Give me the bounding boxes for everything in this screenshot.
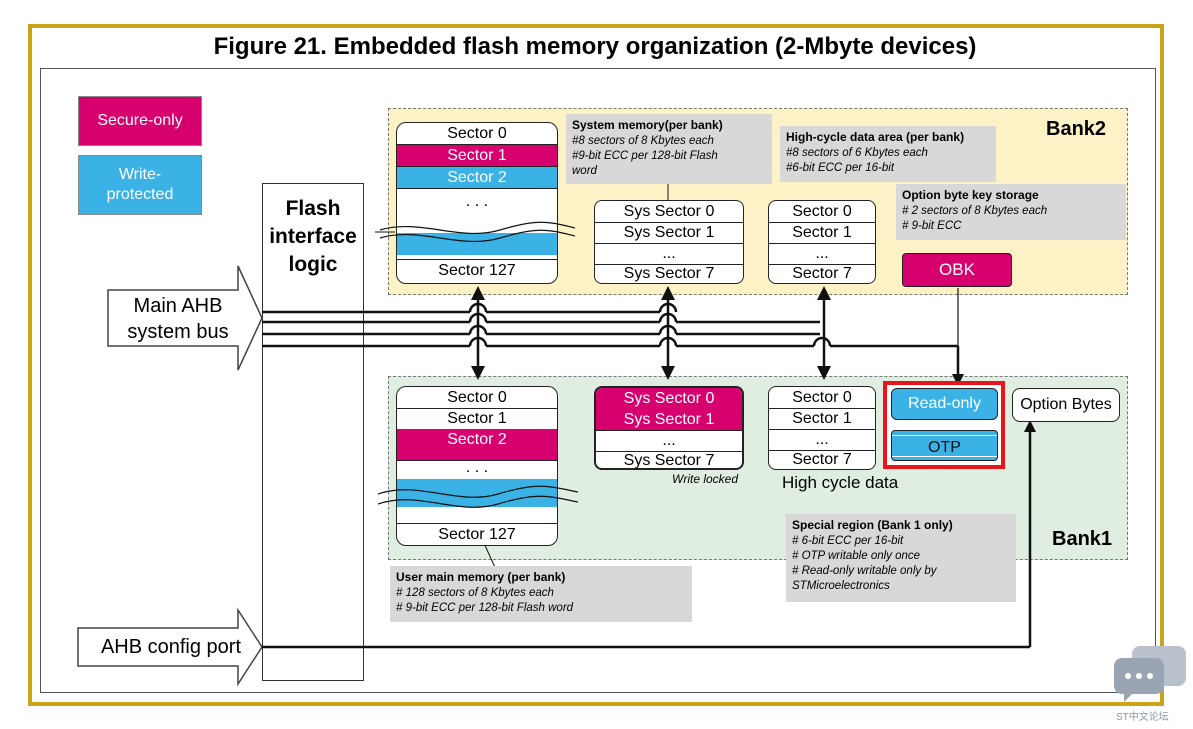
obk-box: OBK xyxy=(902,253,1012,287)
bank1-wp-band xyxy=(397,479,557,507)
note-special-region: Special region (Bank 1 only) # 6-bit ECC… xyxy=(786,514,1016,602)
bank1-sys-sector-0: Sys Sector 0 xyxy=(596,388,742,410)
bank2-hc-sector-0: Sector 0 xyxy=(769,201,875,223)
flash-interface-box xyxy=(262,183,364,681)
figure-frame xyxy=(28,24,1164,706)
note-special-region-line-2: # OTP writable only once xyxy=(792,550,921,562)
note-special-region-title: Special region (Bank 1 only) xyxy=(792,518,953,532)
note-system-memory-line-2: #9-bit ECC per 128-bit Flash xyxy=(572,150,718,162)
note-obk-storage: Option byte key storage # 2 sectors of 8… xyxy=(896,184,1126,240)
diagram-area xyxy=(40,68,1156,693)
bank1-sys-sector-1: Sys Sector 1 xyxy=(596,409,742,431)
note-obk-storage-line-2: # 9-bit ECC xyxy=(902,220,962,232)
bank1-hc-sector-1: Sector 1 xyxy=(769,408,875,430)
bank2-hc-sector-7: Sector 7 xyxy=(792,265,852,282)
fil-line-2: interface xyxy=(269,225,357,248)
note-obk-storage-title: Option byte key storage xyxy=(902,188,1039,202)
bank1-sys-sector-dots: ... xyxy=(596,430,742,452)
bank1-sys-sectors: Sys Sector 0 Sys Sector 1 ... Sys Sector… xyxy=(594,386,744,470)
legend-wp-label-1: Write- xyxy=(118,166,162,183)
bank2-hc-sector-dots: ... xyxy=(769,243,875,265)
watermark-text: ST中文论坛 xyxy=(1116,712,1169,723)
bank2-hc-sectors: Sector 0 Sector 1 ... Sector 7 xyxy=(768,200,876,284)
bank2-hc-sector-1: Sector 1 xyxy=(769,222,875,244)
legend-secure-label: Secure-only xyxy=(97,112,183,129)
bank2-sys-sector-7: Sys Sector 7 xyxy=(623,265,715,282)
legend-secure-only: Secure-only xyxy=(78,96,202,146)
bank1-user-sectors: Sector 0 Sector 1 Sector 2 . . . Sector … xyxy=(396,386,558,546)
bank1-hc-sectors: Sector 0 Sector 1 ... Sector 7 xyxy=(768,386,876,470)
otp-box: OTP xyxy=(891,430,998,461)
bank1-sector-1: Sector 1 xyxy=(397,408,557,430)
otp-line-top xyxy=(892,435,997,436)
bank2-wp-band xyxy=(397,233,557,255)
main-ahb-label: Main AHB system bus xyxy=(118,293,238,345)
bank2-sys-sectors: Sys Sector 0 Sys Sector 1 ... Sys Sector… xyxy=(594,200,744,284)
ahb-config-label: AHB config port xyxy=(100,636,242,658)
note-user-main-title: User main memory (per bank) xyxy=(396,570,566,584)
main-ahb-line-2: system bus xyxy=(127,321,229,343)
forum-logo-icon xyxy=(1114,646,1186,702)
otp-line-bottom xyxy=(892,456,997,457)
fil-line-3: logic xyxy=(288,253,338,276)
note-high-cycle-title: High-cycle data area (per bank) xyxy=(786,130,965,144)
note-high-cycle-line-1: #8 sectors of 6 Kbytes each xyxy=(786,147,928,159)
legend-write-protected: Write- protected xyxy=(78,155,202,215)
note-special-region-line-1: # 6-bit ECC per 16-bit xyxy=(792,535,904,547)
note-obk-storage-line-1: # 2 sectors of 8 Kbytes each xyxy=(902,205,1048,217)
bank1-break-marks xyxy=(378,485,578,508)
bank2-sys-sector-dots: ... xyxy=(595,243,743,265)
figure-title: Figure 21. Embedded flash memory organiz… xyxy=(213,33,977,60)
flash-interface-label: Flash interface logic xyxy=(262,195,364,279)
bank1-label: Bank1 xyxy=(1052,528,1113,550)
ahb-config-arrow xyxy=(77,607,263,687)
bank2-sys-sector-0: Sys Sector 0 xyxy=(595,201,743,223)
bank1-hc-sector-7: Sector 7 xyxy=(792,451,852,468)
note-user-main-line-1: # 128 sectors of 8 Kbytes each xyxy=(396,587,554,599)
bank1-hc-sector-dots: ... xyxy=(769,429,875,451)
note-high-cycle-line-2: #6-bit ECC per 16-bit xyxy=(786,162,895,174)
bank1-sys-sector-7: Sys Sector 7 xyxy=(623,452,715,469)
bank2-sys-sector-1: Sys Sector 1 xyxy=(595,222,743,244)
otp-label: OTP xyxy=(928,439,961,456)
main-ahb-arrow xyxy=(107,265,263,371)
bank1-hc-sector-0: Sector 0 xyxy=(769,387,875,409)
write-locked-label: Write locked xyxy=(672,472,739,486)
note-system-memory-line-3: word xyxy=(572,165,597,177)
bank2-break-marks xyxy=(380,221,575,242)
bank1-pink-band xyxy=(397,450,557,461)
bank1-sector-0: Sector 0 xyxy=(397,387,557,409)
option-bytes-box: Option Bytes xyxy=(1012,388,1120,422)
note-special-region-line-3: # Read-only writable only by xyxy=(792,565,937,577)
note-system-memory: System memory(per bank) #8 sectors of 8 … xyxy=(566,114,772,184)
note-user-main: User main memory (per bank) # 128 sector… xyxy=(390,566,692,622)
bank2-sector-2: Sector 2 xyxy=(397,167,557,189)
bank2-label: Bank2 xyxy=(1046,118,1107,140)
note-user-main-line-2: # 9-bit ECC per 128-bit Flash word xyxy=(396,602,574,614)
main-ahb-line-1: Main AHB xyxy=(133,295,223,317)
bank2-sector-1: Sector 1 xyxy=(397,145,557,167)
note-special-region-line-4: STMicroelectronics xyxy=(792,580,890,592)
high-cycle-label: High cycle data xyxy=(782,473,899,492)
bank2-user-sectors: Sector 0 Sector 1 Sector 2 . . . Sector … xyxy=(396,122,558,284)
fil-line-1: Flash xyxy=(285,197,341,220)
note-system-memory-title: System memory(per bank) xyxy=(572,118,723,132)
read-only-box: Read-only xyxy=(891,388,998,420)
bank2-sector-dots: . . . xyxy=(465,193,489,210)
bank1-sector-127: Sector 127 xyxy=(397,523,557,545)
bank2-sector-127: Sector 127 xyxy=(397,259,557,281)
note-high-cycle: High-cycle data area (per bank) #8 secto… xyxy=(780,126,996,182)
bank1-sector-2: Sector 2 xyxy=(397,429,557,451)
bank2-sector-0: Sector 0 xyxy=(397,123,557,145)
legend-wp-label-2: protected xyxy=(106,186,174,203)
bank1-sector-dots: . . . xyxy=(465,459,489,476)
note-system-memory-line-1: #8 sectors of 8 Kbytes each xyxy=(572,135,714,147)
